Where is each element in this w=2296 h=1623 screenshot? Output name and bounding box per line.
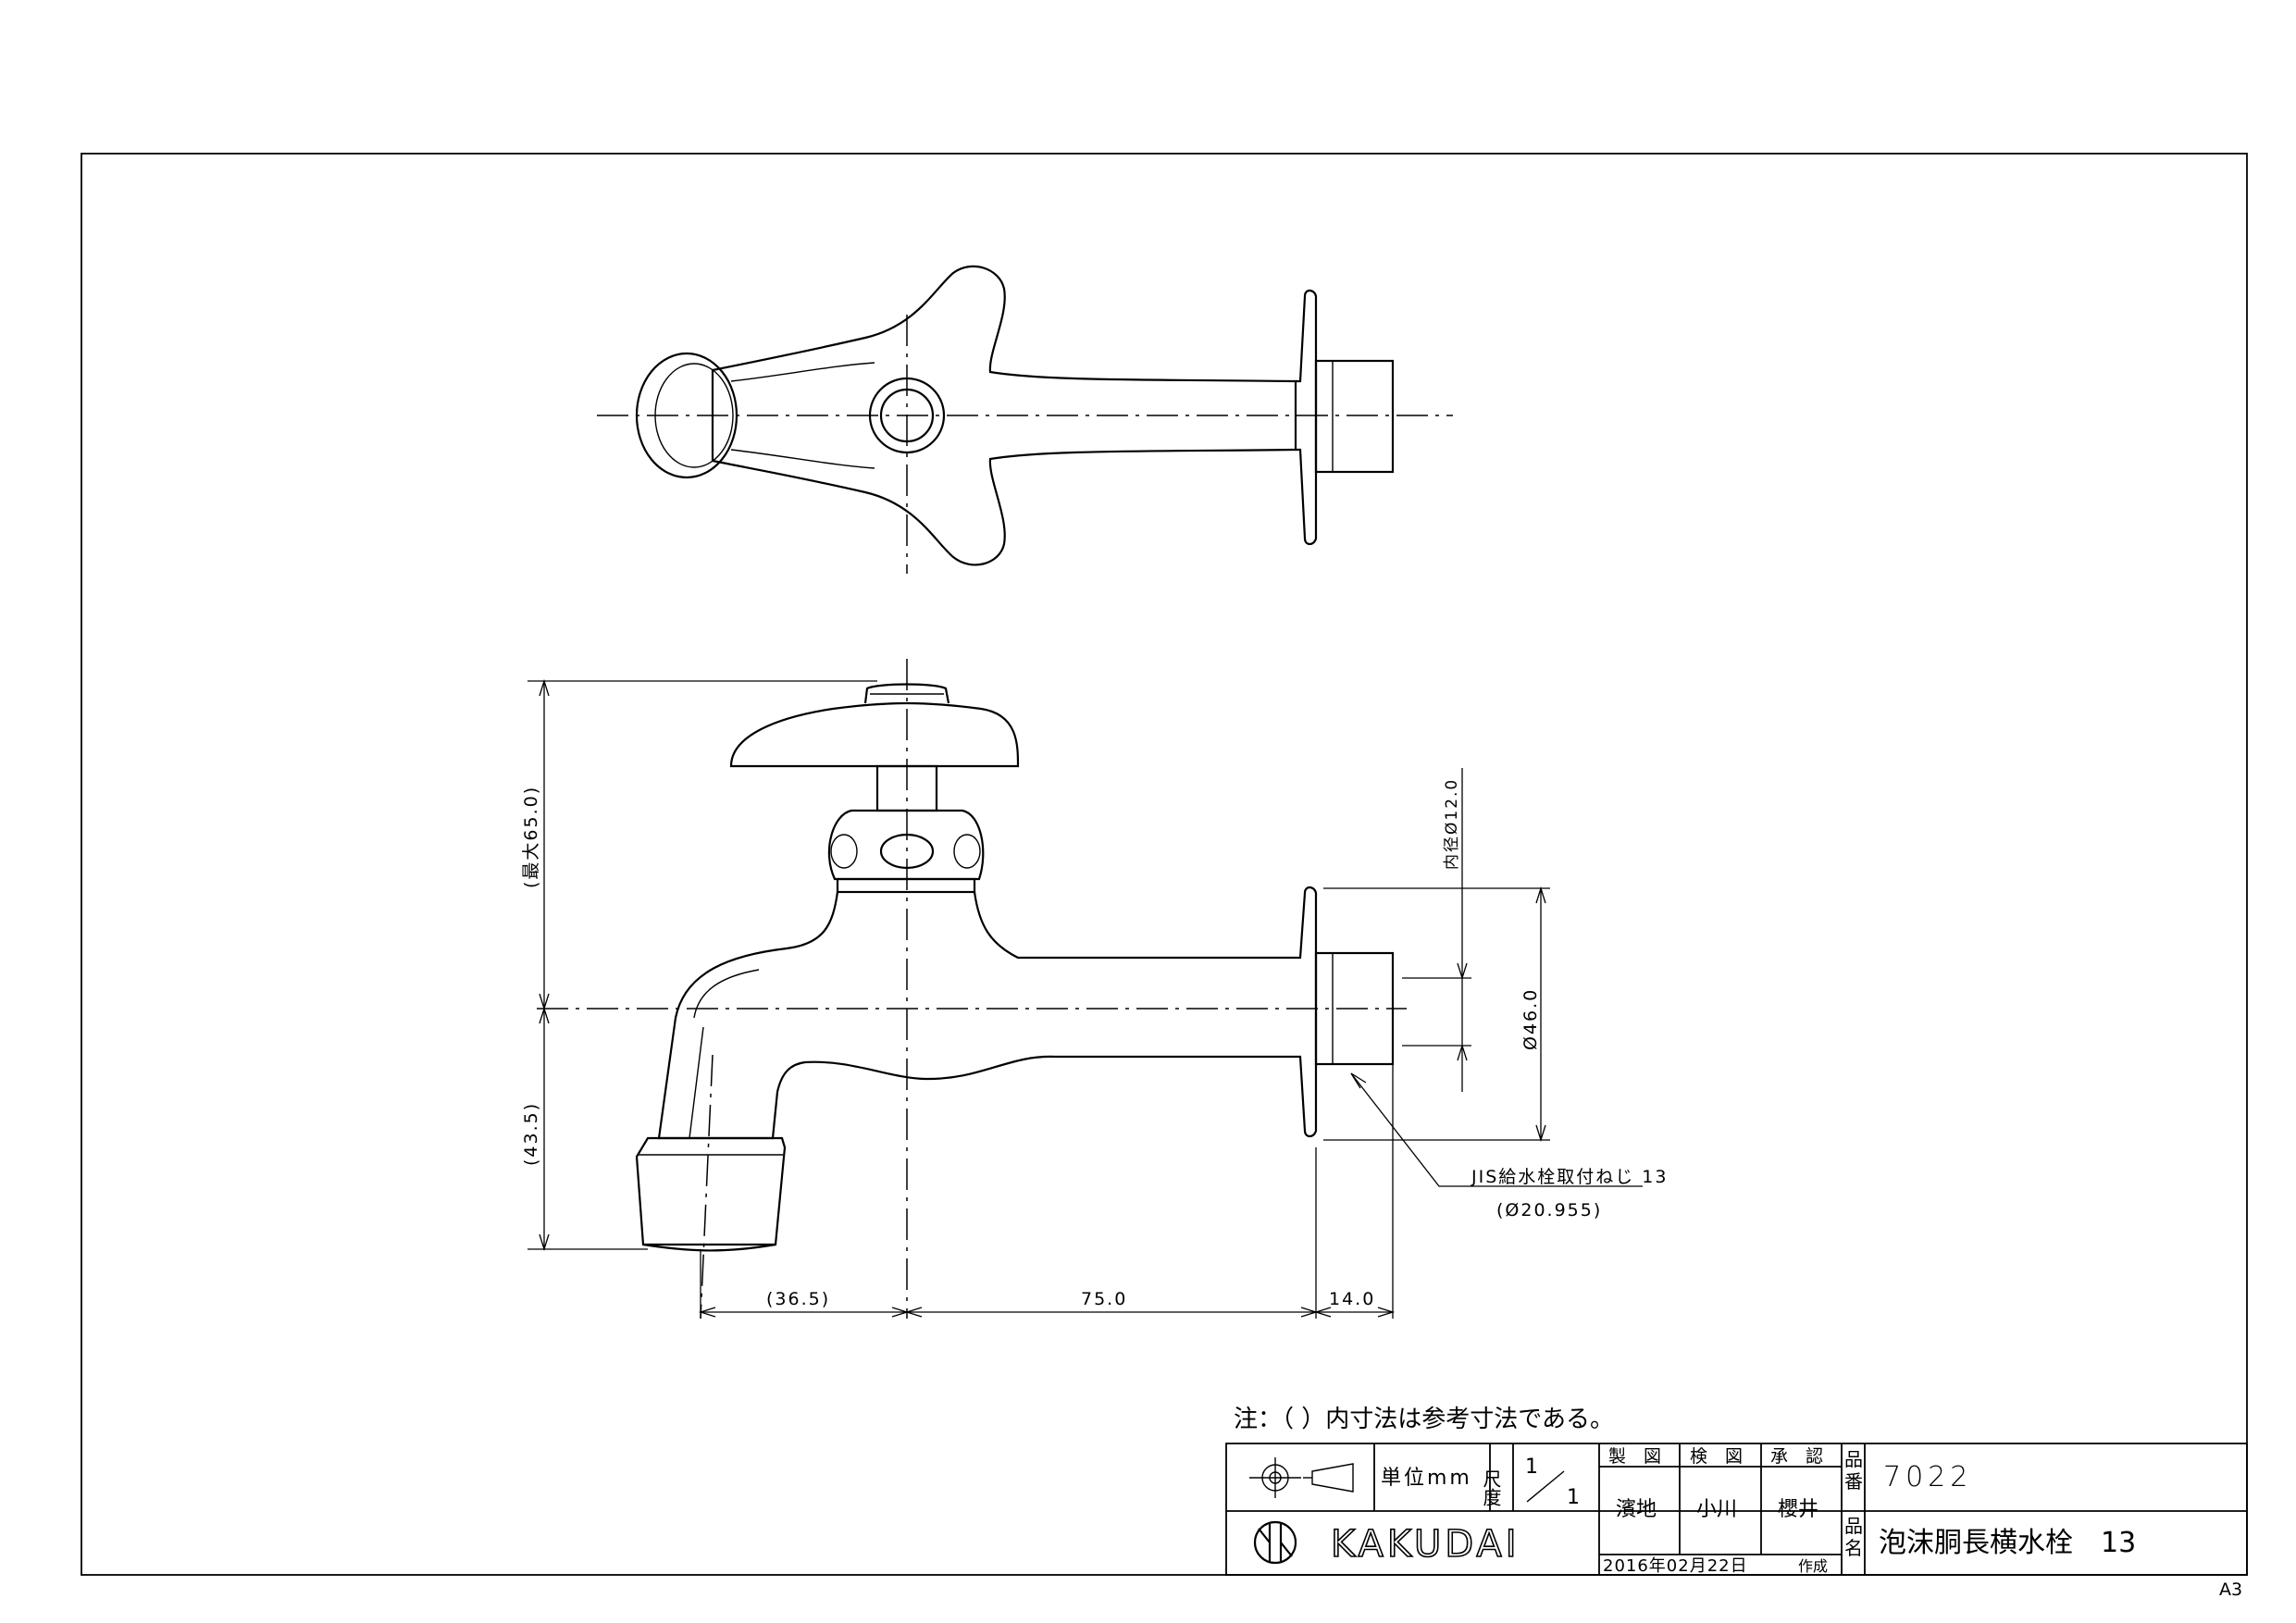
front-handle bbox=[729, 701, 1020, 768]
scale-label: 尺度 bbox=[1480, 1469, 1502, 1506]
dim-inner-diameter: 内径Ø12.0 bbox=[1443, 778, 1461, 870]
front-body-spout bbox=[657, 891, 1296, 1140]
front-view bbox=[537, 659, 1407, 1319]
dim-body-length: 75.0 bbox=[1081, 1289, 1127, 1309]
dim-thread-spec: JIS給水栓取付ねじ 13 bbox=[1471, 1167, 1668, 1187]
dim-lower-height: (43.5) bbox=[521, 1102, 541, 1166]
part-no-label-1: 品 bbox=[1844, 1448, 1863, 1470]
part-name-label-2: 名 bbox=[1844, 1537, 1863, 1559]
part-number: 7022 bbox=[1883, 1461, 1972, 1493]
created-date: 2016年02月22日 bbox=[1603, 1556, 1748, 1576]
top-flange bbox=[1296, 289, 1318, 546]
top-thread bbox=[1314, 359, 1395, 474]
top-view bbox=[597, 265, 1453, 574]
scale-numerator: 1 bbox=[1525, 1456, 1538, 1479]
drawn-header: 製 図 bbox=[1608, 1446, 1661, 1467]
part-name-label-1: 品 bbox=[1844, 1515, 1863, 1537]
dim-thread-length: 14.0 bbox=[1329, 1289, 1375, 1309]
dim-thread-diameter: (Ø20.955) bbox=[1496, 1200, 1602, 1220]
front-bonnet-base bbox=[836, 877, 976, 894]
kakudai-logo: KAKUDAI bbox=[1253, 1520, 1520, 1567]
approved-header: 承 認 bbox=[1770, 1446, 1823, 1467]
checked-by: 小川 bbox=[1696, 1498, 1737, 1521]
created-label: 作成 bbox=[1798, 1557, 1828, 1575]
dim-max-height: (最大65.0) bbox=[521, 786, 541, 888]
unit-label: 単位mm bbox=[1381, 1467, 1472, 1490]
dim-spout-reach: (36.5) bbox=[766, 1289, 830, 1309]
title-block: 単位mm 尺度 1 1 製 図 検 図 承 認 濱地 小川 櫻井 2016年02… bbox=[1225, 1443, 2248, 1576]
front-bonnet bbox=[827, 809, 985, 881]
checked-header: 検 図 bbox=[1690, 1446, 1743, 1467]
front-bonnet-window-right bbox=[953, 834, 981, 869]
drawing-border bbox=[81, 153, 2248, 1576]
front-bonnet-window-left bbox=[830, 834, 858, 869]
scale-denominator: 1 bbox=[1567, 1486, 1580, 1509]
sheet-size: A3 bbox=[2219, 1580, 2242, 1600]
dimensions: (最大65.0) (43.5) (36.5) 75.0 14.0 Ø46.0 内… bbox=[521, 678, 1668, 1319]
front-flange bbox=[1296, 886, 1318, 1138]
projection-symbol-icon bbox=[1249, 1457, 1354, 1498]
top-handle-inner bbox=[730, 362, 875, 469]
drawn-by: 濱地 bbox=[1616, 1498, 1657, 1521]
part-name: 泡沫胴長横水栓 13 bbox=[1879, 1527, 2136, 1559]
reference-note: 注：（ ）内寸法は参考寸法である。 bbox=[1234, 1406, 1614, 1433]
approved-by: 櫻井 bbox=[1778, 1498, 1818, 1521]
svg-text:KAKUDAI: KAKUDAI bbox=[1331, 1523, 1520, 1566]
part-no-label-2: 番 bbox=[1844, 1470, 1863, 1493]
front-spout-axis bbox=[700, 1054, 714, 1319]
front-spout-inner bbox=[689, 969, 760, 1139]
dim-flange-diameter: Ø46.0 bbox=[1520, 988, 1541, 1050]
